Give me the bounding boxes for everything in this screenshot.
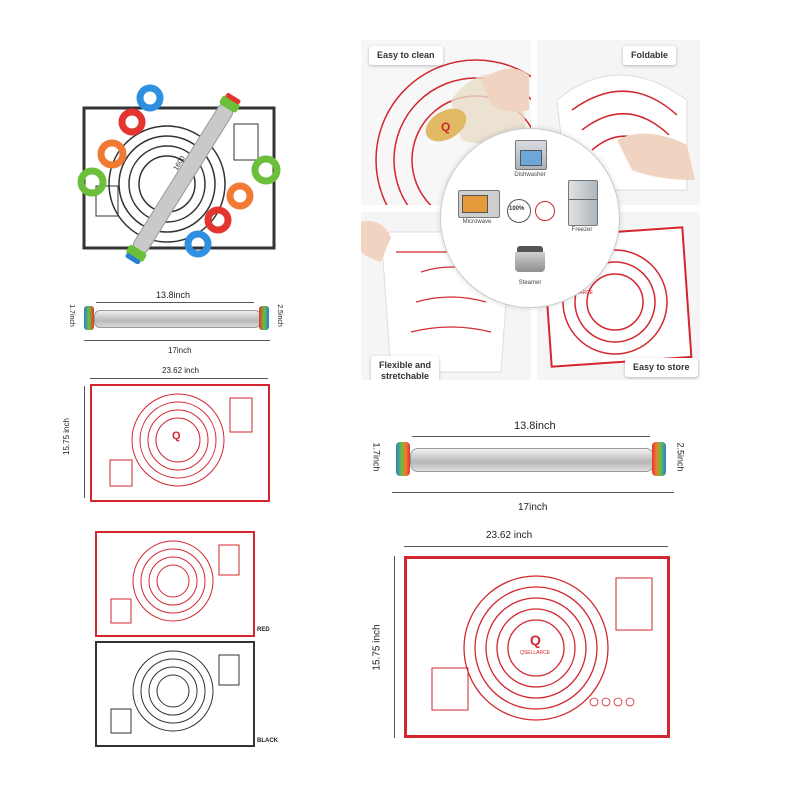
variant-red-mat[interactable]	[95, 531, 255, 637]
microwave-label: Microwave	[462, 219, 492, 225]
clean-mat-logo: Q	[441, 120, 451, 134]
small-rolling-pin-dimensions: 13.8inch 1.7inch 2.5inch 17inch	[64, 288, 294, 363]
variant-red-label: RED	[257, 627, 270, 633]
small-pin-left-ring	[84, 306, 94, 330]
big-pin-height-label: 2.5inch	[675, 442, 686, 472]
small-mat-width-label: 23.62 inch	[162, 366, 199, 375]
freezer-label: Freezer	[571, 227, 593, 233]
variant-black-label: BLACK	[257, 738, 278, 744]
tag-flexible: Flexible and stretchable	[371, 356, 440, 380]
easy-clean-illustration	[361, 40, 531, 205]
microwave-icon	[458, 190, 500, 218]
dishwasher-label: Dishwasher	[514, 172, 546, 178]
small-pin-height-label: 2.5inch	[275, 304, 283, 327]
small-pin-body	[94, 310, 261, 328]
small-pin-length-line	[96, 302, 254, 303]
big-pin-length-label: 13.8inch	[514, 420, 556, 432]
big-mat-brand: QSELLARCE	[520, 650, 551, 656]
small-mat-height-line	[84, 386, 85, 498]
big-mat-width-label: 23.62 inch	[486, 530, 533, 541]
big-pin-total-line	[392, 492, 674, 493]
quality-badge-icon: 100%	[507, 199, 531, 223]
small-mat-width-line	[90, 378, 268, 379]
small-pin-right-ring	[259, 306, 269, 330]
small-pin-total-label: 17inch	[168, 346, 192, 355]
big-pin-right-ring	[652, 442, 666, 476]
freezer-icon	[568, 180, 598, 226]
big-pin-left-ring	[396, 442, 410, 476]
big-mat-logo: Q	[530, 632, 541, 648]
feature-easy-clean-photo: Q Easy to clean	[361, 40, 531, 205]
small-mat-dimensions: 23.62 inch 15.75 inch Q	[62, 366, 280, 506]
big-pin-body	[410, 448, 654, 472]
variant-black-mat[interactable]	[95, 641, 255, 747]
big-mat-dimensions: 23.62 inch 15.75 inch Q QSELLARCE	[372, 528, 676, 743]
foldable-illustration	[537, 40, 700, 205]
small-red-mat	[90, 384, 270, 502]
small-pin-disc-label: 1.7inch	[67, 304, 75, 327]
product-hero-mat-with-pin: 1600	[72, 84, 292, 264]
black-mat-image	[95, 641, 255, 747]
big-pin-total-label: 17inch	[518, 502, 548, 513]
big-pin-length-line	[412, 436, 650, 437]
big-pin-disc-label: 1.7inch	[371, 442, 382, 472]
steamer-label: Steamer	[518, 280, 542, 286]
big-mat-height-line	[394, 556, 395, 738]
tag-foldable: Foldable	[623, 46, 677, 65]
tag-flexible-line2: stretchable	[380, 371, 430, 380]
tag-easy-store: Easy to store	[625, 358, 698, 377]
small-pin-total-line	[84, 340, 270, 341]
big-mat-height-label: 15.75 inch	[371, 624, 383, 671]
small-mat-height-label: 15.75 inch	[61, 418, 71, 455]
tag-flexible-line1: Flexible and	[379, 360, 432, 370]
dishwasher-icon	[515, 140, 547, 170]
small-mat-logo: Q	[172, 430, 181, 442]
tag-easy-clean: Easy to clean	[369, 46, 443, 65]
small-pin-length-label: 13.8inch	[156, 290, 191, 300]
big-rolling-pin-dimensions: 13.8inch 1.7inch 2.5inch 17inch	[368, 418, 698, 520]
big-mat-width-line	[404, 546, 668, 547]
quality-badge-text: 100%	[509, 206, 525, 212]
red-mat-image	[95, 531, 255, 637]
big-red-mat	[404, 556, 670, 738]
hero-illustration	[77, 84, 281, 264]
bpa-free-icon	[535, 201, 555, 221]
steamer-icon	[515, 244, 545, 274]
